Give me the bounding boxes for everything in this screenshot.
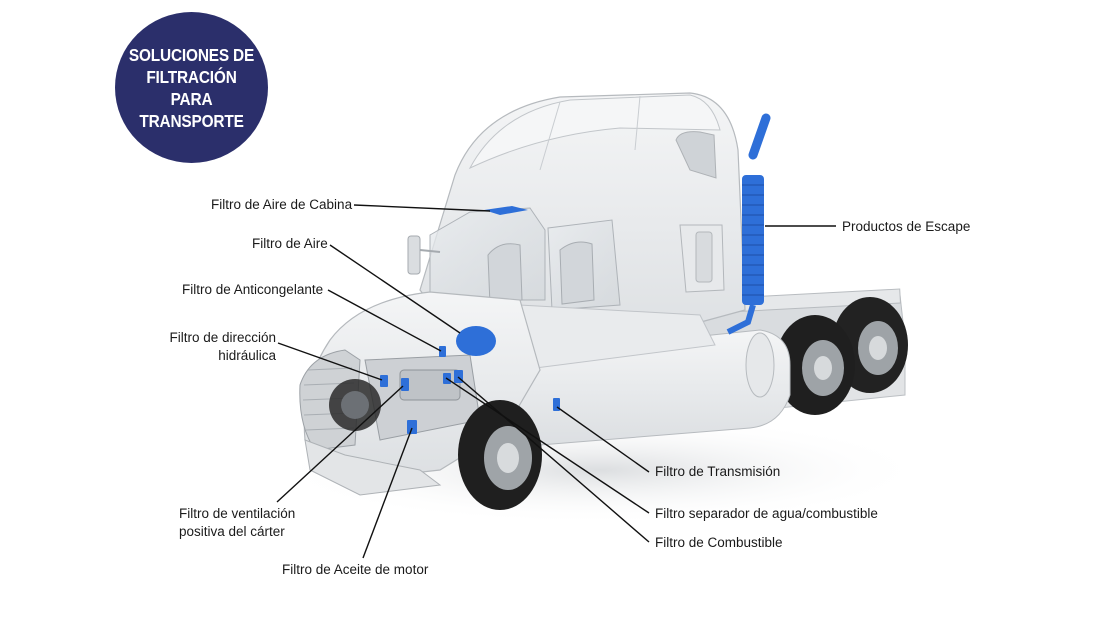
air-filter-part — [456, 326, 496, 356]
oil-filter-part — [407, 420, 417, 434]
label-fuel-water-separator: Filtro separador de agua/combustible — [655, 506, 878, 521]
label-coolant-filter: Filtro de Anticongelante — [182, 282, 324, 297]
title-badge: SOLUCIONES DE FILTRACIÓN PARA TRANSPORTE — [115, 12, 268, 163]
label-power-steering-line-2: hidráulica — [218, 348, 276, 363]
leader-oil — [362, 427, 413, 559]
front-wheel — [458, 400, 542, 510]
label-cabin-air-filter: Filtro de Aire de Cabina — [211, 197, 353, 212]
label-engine-oil-filter: Filtro de Aceite de motor — [282, 562, 429, 577]
leader-air — [329, 244, 461, 334]
label-power-steering-line-1: Filtro de dirección — [169, 330, 276, 345]
leader-crankcase — [276, 385, 404, 503]
badge-line-3: TRANSPORTE — [139, 110, 244, 131]
leader-transmission — [556, 406, 650, 473]
badge-line-1: SOLUCIONES DE — [128, 44, 255, 65]
label-exhaust-products: Productos de Escape — [842, 219, 971, 234]
label-air-filter: Filtro de Aire — [252, 236, 328, 251]
label-transmission-filter: Filtro de Transmisión — [655, 464, 781, 479]
rear-wheels — [775, 297, 908, 415]
label-crankcase-filter: Filtro de ventilación positiva del cárte… — [179, 505, 295, 541]
leader-fuel — [457, 376, 650, 543]
leader-steering — [277, 342, 383, 381]
leader-cabin-air — [353, 204, 491, 212]
crankcase-filter-part — [401, 378, 409, 391]
steering-filter-part — [380, 375, 388, 387]
badge-line-2: FILTRACIÓN PARA — [146, 66, 237, 109]
label-fuel-filter: Filtro de Combustible — [655, 535, 783, 550]
cabin-filter-part — [484, 206, 528, 215]
label-crankcase-line-2: positiva del cárter — [179, 524, 285, 539]
leader-coolant — [327, 289, 442, 352]
exhaust-stack — [726, 113, 771, 335]
label-power-steering-filter: Filtro de dirección hidráulica — [166, 329, 276, 365]
label-crankcase-line-1: Filtro de ventilación — [179, 506, 296, 521]
leader-separator — [445, 377, 650, 514]
leader-lines — [276, 204, 836, 559]
coolant-filter-part — [439, 346, 446, 357]
badge-title: SOLUCIONES DE FILTRACIÓN PARA TRANSPORTE — [124, 44, 259, 132]
